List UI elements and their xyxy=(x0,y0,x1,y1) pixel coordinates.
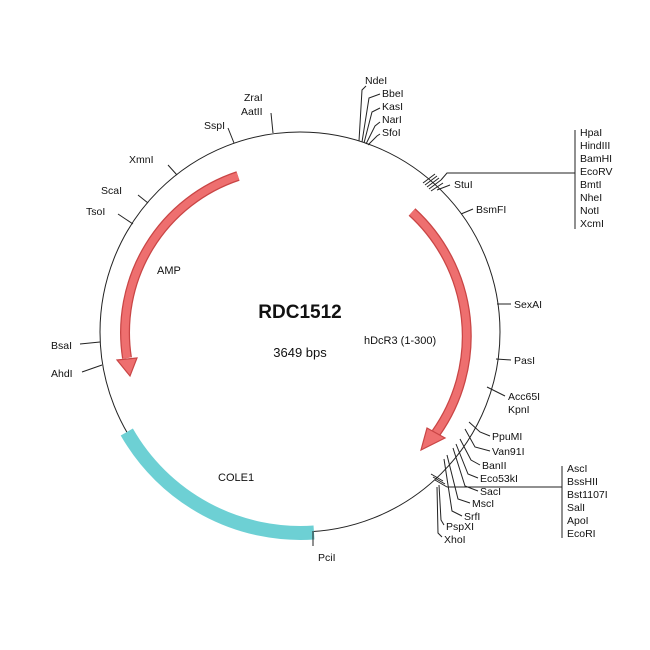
site-tick-bbei xyxy=(361,93,381,143)
site-label-bsmfi: BsmFI xyxy=(476,204,506,216)
hdcr3-feature-label: hDcR3 (1-300) xyxy=(364,335,436,347)
site-label-apoi: ApoI xyxy=(567,515,589,527)
site-label-bamhi: BamHI xyxy=(580,153,612,165)
site-tick-pspxi xyxy=(438,484,445,526)
site-label-bsai: BsaI xyxy=(51,340,72,352)
stu-group-list: HpaI HindIII BamHI EcoRV BmtI NheI NotI … xyxy=(580,127,613,230)
site-label-nari: NarI xyxy=(382,114,402,126)
site-label-saci: SacI xyxy=(480,486,501,498)
site-label-sali: SalI xyxy=(567,502,585,514)
site-tick-stui xyxy=(436,184,451,191)
site-tick-acc65i xyxy=(486,386,506,397)
site-label-bbei: BbeI xyxy=(382,88,404,100)
site-tick-ppumi xyxy=(468,421,491,437)
site-tick-stu-c xyxy=(426,177,440,188)
site-label-xmni: XmnI xyxy=(129,154,154,166)
site-label-noti: NotI xyxy=(580,205,599,217)
site-label-ecori: EcoRI xyxy=(567,528,596,540)
site-tick-saci xyxy=(452,447,479,492)
asc-group-list: AscI BssHII Bst1107I SalI ApoI EcoRI xyxy=(567,463,608,540)
site-tick-srfi xyxy=(443,458,463,517)
site-label-aatii: AatII xyxy=(241,106,263,118)
site-label-acc65i: Acc65I xyxy=(508,391,540,403)
site-label-ecorv: EcoRV xyxy=(580,166,613,178)
site-tick-tsoi xyxy=(117,213,134,225)
amp-feature-label: AMP xyxy=(157,265,181,277)
site-tick-stu-a xyxy=(422,173,436,184)
site-label-ppumi: PpuMI xyxy=(492,431,522,443)
cole1-feature-label: COLE1 xyxy=(218,472,254,484)
site-label-nhei: NheI xyxy=(580,192,602,204)
site-tick-sfoi xyxy=(367,133,381,146)
site-tick-eco53ki xyxy=(455,443,479,479)
site-label-srfi: SrfI xyxy=(464,511,480,523)
site-tick-zrai xyxy=(270,112,274,134)
site-label-eco53ki: Eco53kI xyxy=(480,473,518,485)
site-label-msci: MscI xyxy=(472,498,494,510)
site-label-pcii: PciI xyxy=(318,552,336,564)
site-tick-stu-leader xyxy=(440,172,575,181)
site-tick-scai xyxy=(137,194,149,204)
cole1-feature-arc xyxy=(120,428,315,540)
site-label-scai: ScaI xyxy=(101,185,122,197)
site-tick-banii xyxy=(459,438,481,466)
site-label-bmti: BmtI xyxy=(580,179,602,191)
site-label-kasi: KasI xyxy=(382,101,403,113)
site-tick-van91i xyxy=(464,428,491,452)
site-tick-asc-a xyxy=(430,473,444,482)
site-label-sspi: SspI xyxy=(204,120,225,132)
site-label-van91i: Van91I xyxy=(492,446,525,458)
site-tick-stu-d xyxy=(428,179,442,190)
site-label-xhoi: XhoI xyxy=(444,534,466,546)
site-tick-xmni xyxy=(167,164,178,176)
site-label-sfoi: SfoI xyxy=(382,127,401,139)
site-tick-asc-b xyxy=(432,476,446,485)
site-tick-stu-b xyxy=(424,175,438,186)
site-tick-pasi xyxy=(495,358,512,361)
site-label-kpni: KpnI xyxy=(508,404,530,416)
site-label-xcmi: XcmI xyxy=(580,218,604,230)
site-label-banii: BanII xyxy=(482,460,507,472)
site-label-hindiii: HindIII xyxy=(580,140,610,152)
site-label-pspxi: PspXI xyxy=(446,521,474,533)
site-tick-kasi xyxy=(363,107,381,144)
site-label-sexai: SexAI xyxy=(514,299,542,311)
site-tick-stu-e xyxy=(430,182,444,192)
site-tick-asc-c xyxy=(434,479,448,488)
site-tick-ahdi xyxy=(81,364,103,373)
site-tick-ndei xyxy=(358,85,367,142)
site-tick-sspi xyxy=(227,127,235,144)
site-label-tsoi: TsoI xyxy=(86,206,105,218)
site-label-bsshii: BssHII xyxy=(567,476,598,488)
site-label-ahdi: AhdI xyxy=(51,368,73,380)
plasmid-size: 3649 bps xyxy=(273,345,327,360)
site-label-bst1107i: Bst1107I xyxy=(567,489,608,501)
site-label-stui: StuI xyxy=(454,179,473,191)
site-label-pasi: PasI xyxy=(514,355,535,367)
site-tick-nari xyxy=(365,121,381,145)
site-label-ndei: NdeI xyxy=(365,75,387,87)
site-tick-bsmfi xyxy=(460,208,474,215)
site-label-asci: AscI xyxy=(567,463,587,475)
amp-feature-arrow xyxy=(115,171,240,378)
site-tick-bsai xyxy=(79,341,101,345)
hdcr3-feature-arrow xyxy=(408,208,472,452)
site-tick-msci xyxy=(446,454,471,504)
site-tick-xhoi xyxy=(436,486,443,538)
site-label-zrai: ZraI xyxy=(244,92,263,104)
plasmid-name: RDC1512 xyxy=(258,302,341,323)
site-label-hpai: HpaI xyxy=(580,127,602,139)
